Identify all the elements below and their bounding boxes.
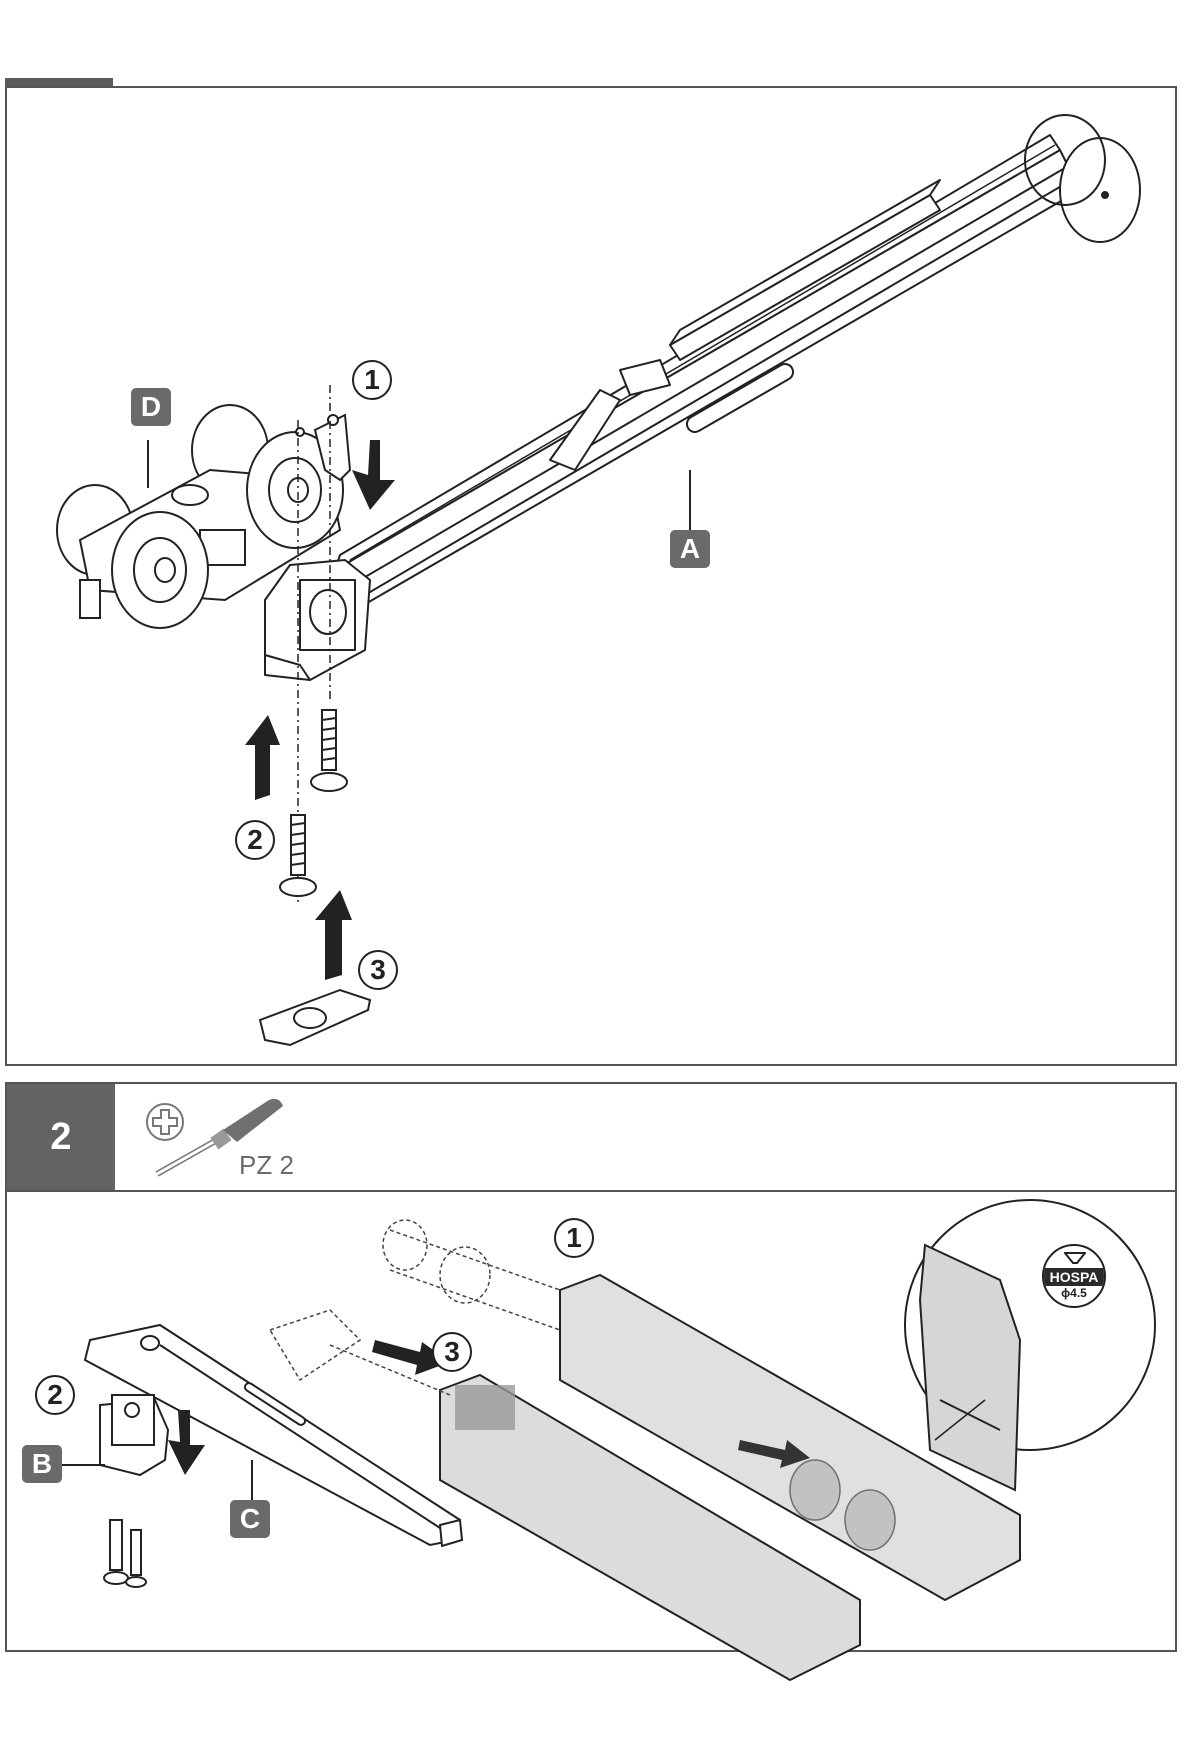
- stopper-b: [99, 1394, 170, 1477]
- screw-upper: [310, 709, 348, 792]
- callout-step-2: 2: [235, 820, 275, 860]
- callout-step-3: 3: [432, 1332, 472, 1372]
- part-label-a: A: [670, 530, 710, 568]
- arrow-up-2: [245, 715, 280, 800]
- step-2-header: 2 PZ 2: [7, 1084, 1175, 1192]
- phillips-screwdriver-icon: [155, 1098, 283, 1177]
- step-1-illustration: [56, 114, 1141, 1047]
- part-label-b: B: [22, 1445, 62, 1483]
- track-profile-rear: [559, 1273, 1021, 1602]
- cover-clip: [258, 988, 372, 1047]
- countersunk-screw-icon: [1064, 1252, 1086, 1264]
- rail-c: [83, 1323, 464, 1548]
- step-1-tab: [5, 78, 113, 88]
- callout-step-3: 3: [358, 950, 398, 990]
- step-number: 2: [7, 1084, 115, 1190]
- arrow-right-1: [738, 1440, 810, 1468]
- pozidriv-icon: [146, 1103, 184, 1141]
- part-label-d: D: [131, 388, 171, 426]
- callout-step-2: 2: [35, 1375, 75, 1415]
- screw-lower: [279, 814, 317, 897]
- tool-icon-group: [146, 1098, 283, 1177]
- arrow-down-1: [352, 440, 395, 510]
- callout-step-1: 1: [352, 360, 392, 400]
- callout-step-1: 1: [554, 1218, 594, 1258]
- screws-b: [103, 1519, 147, 1588]
- arrow-up-3: [315, 890, 352, 980]
- part-label-c: C: [230, 1500, 270, 1538]
- tool-label: PZ 2: [239, 1150, 294, 1180]
- track-profile-front: [439, 1373, 861, 1682]
- hospa-brand: HOSPA: [1044, 1268, 1104, 1286]
- screw-diameter: ϕ4.5: [1061, 1286, 1087, 1300]
- hospa-screw-badge: HOSPA ϕ4.5: [1042, 1244, 1106, 1308]
- arrow-down-2: [168, 1410, 205, 1475]
- arrow-right-3: [372, 1340, 450, 1375]
